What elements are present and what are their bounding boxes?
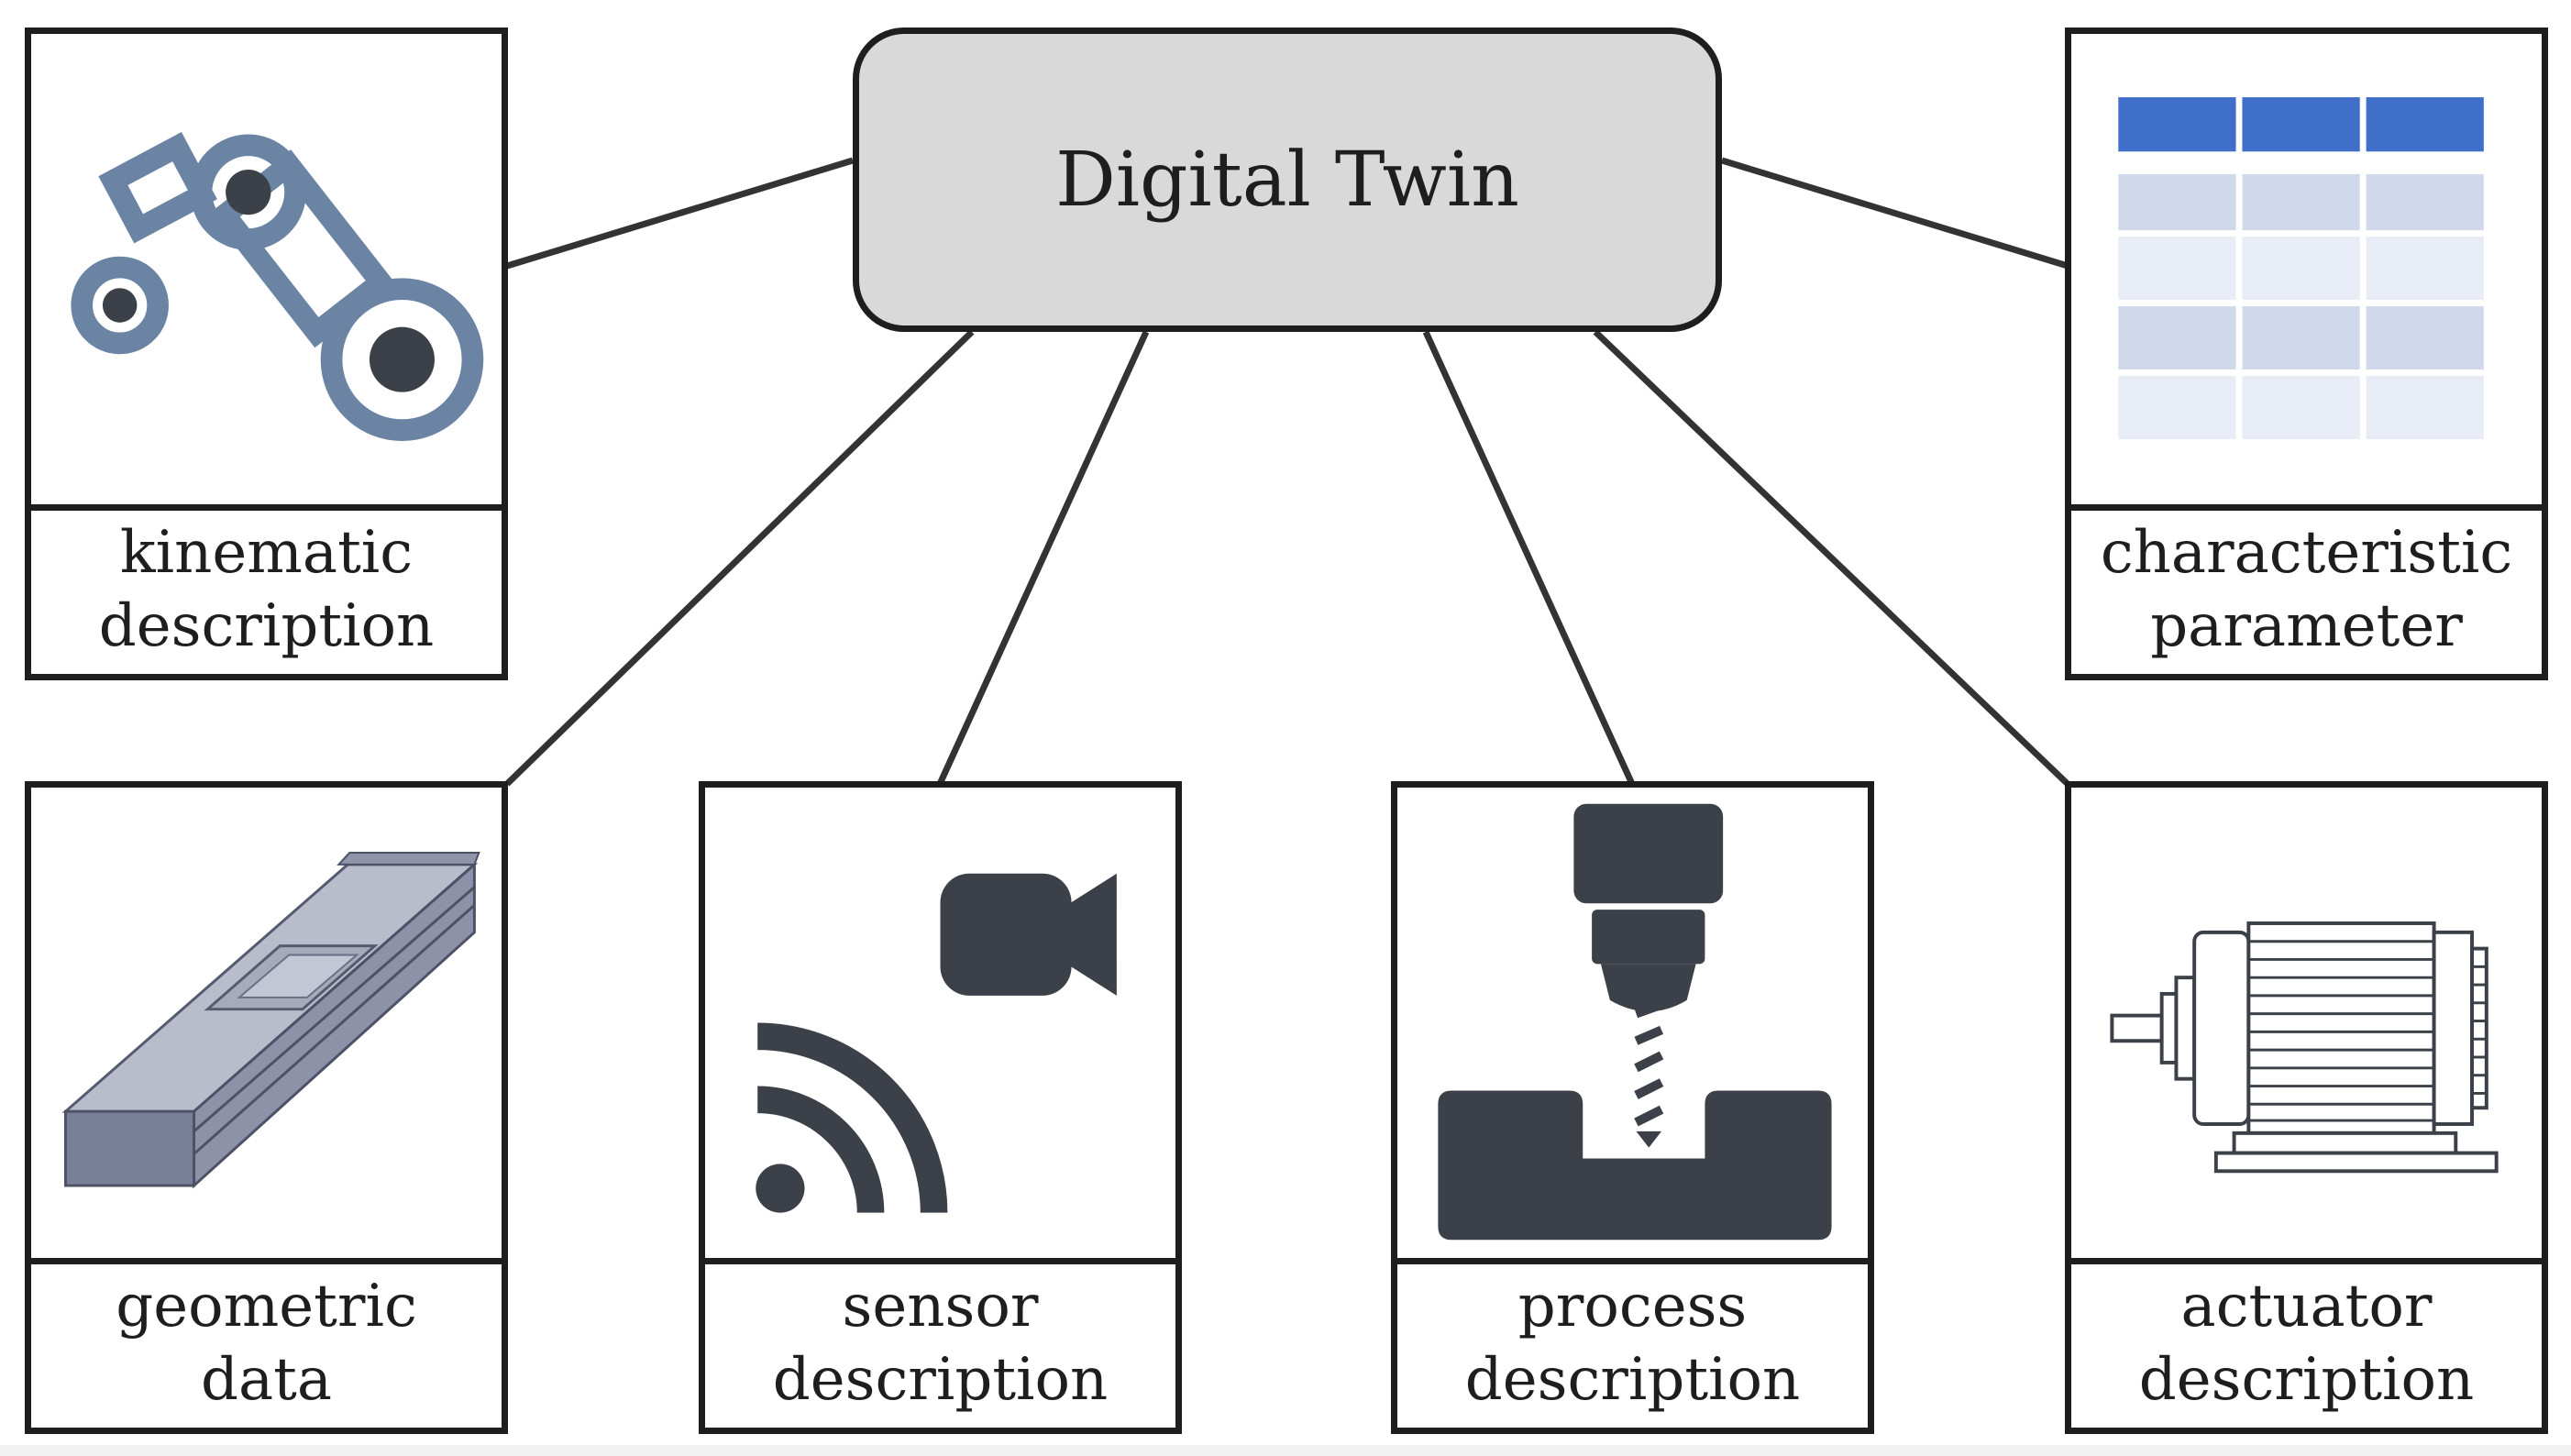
card-label: kinematic description xyxy=(31,504,502,674)
card-label-line1: actuator xyxy=(2180,1272,2433,1340)
card-icon-area xyxy=(2071,788,2542,1264)
card-label-line2: description xyxy=(2138,1345,2475,1414)
bottom-edge-strip xyxy=(0,1445,2571,1456)
card-process: process description xyxy=(1391,781,1874,1434)
signal-icon xyxy=(756,1022,948,1214)
card-label-line2: data xyxy=(201,1345,332,1414)
digital-twin-label: Digital Twin xyxy=(1055,136,1519,224)
camera-and-signal-icon xyxy=(756,873,1117,1214)
card-label: actuator description xyxy=(2071,1258,2542,1428)
card-kinematic: kinematic description xyxy=(25,28,508,680)
connector-kinematic xyxy=(505,157,855,270)
card-actuator: actuator description xyxy=(2065,781,2548,1434)
parameter-table-icon xyxy=(2118,97,2484,439)
electric-motor-icon xyxy=(2110,921,2499,1174)
connector-actuator xyxy=(1593,329,2070,787)
card-label-line1: sensor xyxy=(842,1272,1039,1340)
robot-arm-icon xyxy=(71,132,484,441)
video-camera-icon xyxy=(940,873,1117,996)
connector-characteristic xyxy=(1720,157,2069,270)
card-sensor: sensor description xyxy=(699,781,1182,1434)
connector-sensor xyxy=(936,330,1150,786)
connector-process xyxy=(1422,330,1636,786)
milling-spindle-icon xyxy=(1438,803,1832,1241)
digital-twin-node: Digital Twin xyxy=(853,28,1722,332)
card-label: process description xyxy=(1397,1258,1868,1428)
card-characteristic: characteristic parameter xyxy=(2065,28,2548,680)
card-icon-area xyxy=(31,34,502,511)
card-label: sensor description xyxy=(705,1258,1175,1428)
card-icon-area xyxy=(705,788,1175,1264)
card-label-line1: characteristic xyxy=(2100,518,2513,587)
card-icon-area xyxy=(31,788,502,1264)
linear-axis-model-icon xyxy=(61,852,480,1189)
card-label-line1: kinematic xyxy=(119,518,414,587)
card-icon-area xyxy=(2071,34,2542,511)
card-icon-area xyxy=(1397,788,1868,1264)
card-label-line1: process xyxy=(1517,1272,1748,1340)
card-label-line2: description xyxy=(1464,1345,1801,1414)
card-label-line2: parameter xyxy=(2150,591,2463,660)
card-label: characteristic parameter xyxy=(2071,504,2542,674)
card-geometric: geometric data xyxy=(25,781,508,1434)
card-label-line2: description xyxy=(772,1345,1109,1414)
card-label: geometric data xyxy=(31,1258,502,1428)
card-label-line2: description xyxy=(98,591,435,660)
connector-geometric xyxy=(504,329,975,787)
card-label-line1: geometric xyxy=(116,1272,417,1340)
